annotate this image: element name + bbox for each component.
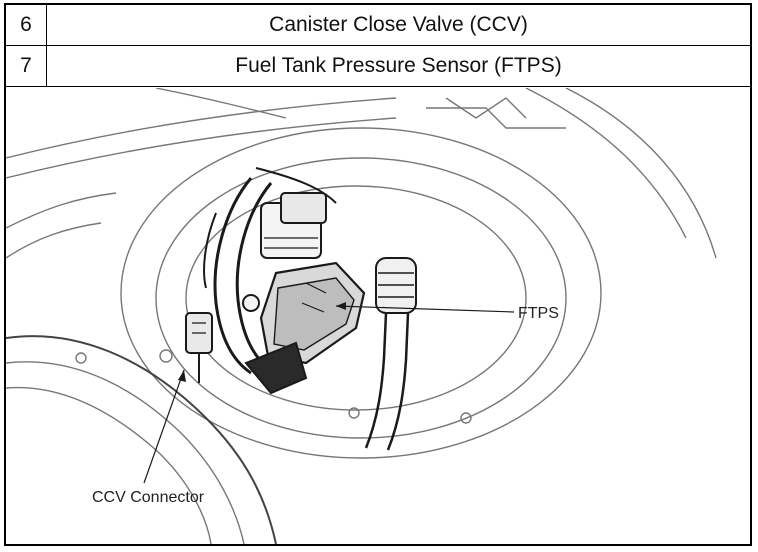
figure-frame: 6 Canister Close Valve (CCV) 7 Fuel Tank… — [4, 3, 752, 546]
ftps-leader-line — [335, 305, 515, 313]
parts-table: 6 Canister Close Valve (CCV) 7 Fuel Tank… — [6, 5, 750, 87]
part-number: 7 — [6, 45, 47, 87]
ccv-arrowhead — [178, 370, 186, 382]
tank-outline — [6, 88, 717, 544]
component-diagram: FTPS CCV Connector — [6, 88, 717, 544]
leader-lines — [143, 305, 515, 484]
table-row: 6 Canister Close Valve (CCV) — [6, 5, 750, 46]
part-name: Fuel Tank Pressure Sensor (FTPS) — [46, 45, 750, 87]
ftps-arrowhead — [336, 302, 346, 310]
harness-and-connectors — [185, 167, 417, 451]
part-name: Canister Close Valve (CCV) — [46, 5, 750, 46]
table-row: 7 Fuel Tank Pressure Sensor (FTPS) — [6, 45, 750, 87]
ccv-connector-label: CCV Connector — [92, 489, 205, 506]
ftps-label: FTPS — [518, 305, 559, 322]
part-number: 6 — [6, 5, 47, 46]
ccv-leader-line — [143, 369, 185, 484]
